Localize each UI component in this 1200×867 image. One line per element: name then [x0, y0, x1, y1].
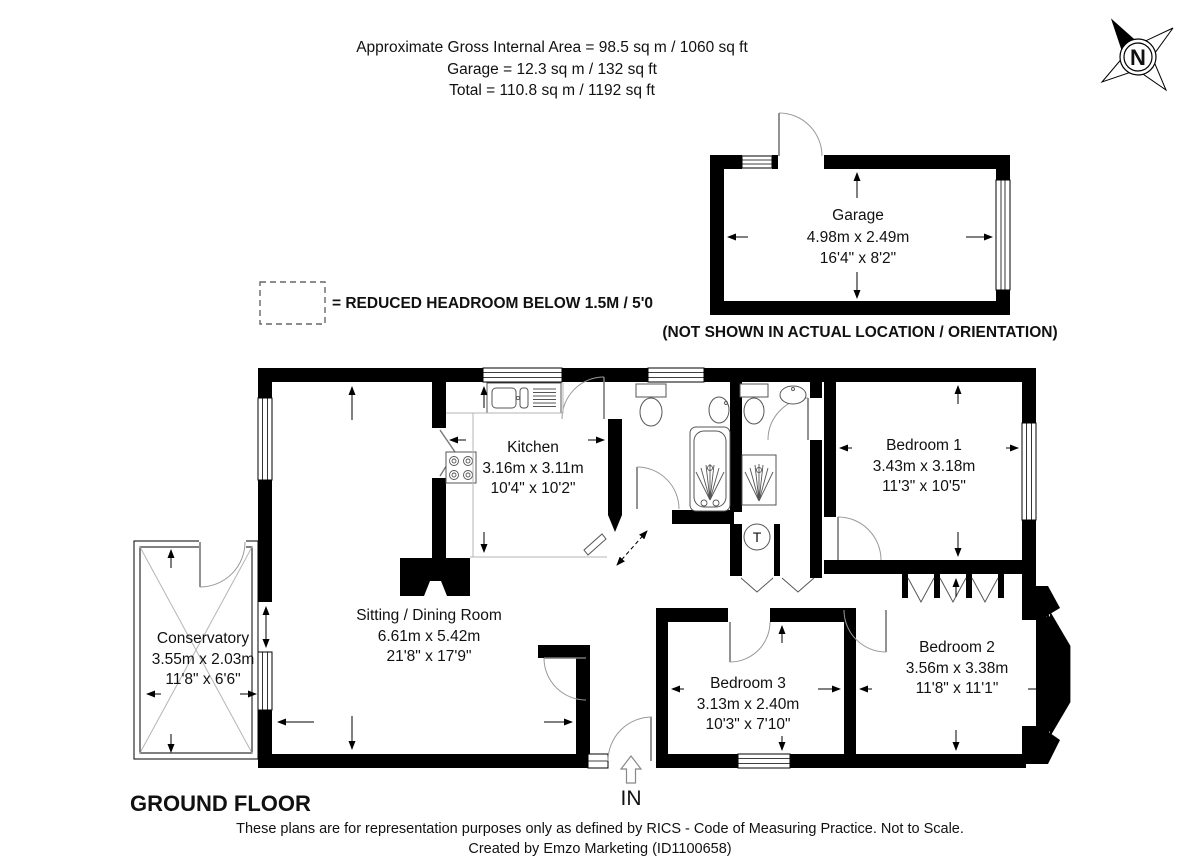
garage-vehicle-door — [995, 179, 1011, 291]
wardrobes — [902, 574, 1004, 604]
tank-cupboard: T — [740, 523, 815, 593]
hob — [445, 451, 477, 484]
interior-walls — [400, 382, 1036, 754]
conservatory-name: Conservatory — [157, 630, 249, 647]
kitchen-fixtures — [445, 382, 607, 558]
shower — [741, 454, 777, 506]
conservatory-metric: 3.55m x 2.03m — [152, 651, 255, 668]
bedroom1-metric: 3.43m x 3.18m — [873, 458, 976, 475]
area-line-3: Total = 110.8 sq m / 1192 sq ft — [449, 82, 655, 99]
legend-text: = REDUCED HEADROOM BELOW 1.5M / 5'0 — [332, 295, 653, 312]
area-line-2: Garage = 12.3 sq m / 132 sq ft — [447, 61, 657, 78]
entrance-arrow-icon — [619, 755, 643, 784]
bedroom1-window — [1021, 422, 1037, 521]
sitting-room-door — [543, 657, 587, 701]
reduced-headroom-legend: = REDUCED HEADROOM BELOW 1.5M / 5'0 — [259, 281, 653, 325]
garage-imperial: 16'4" x 8'2" — [820, 250, 896, 267]
kitchen-label: Kitchen 3.16m x 3.11m 10'4" x 10'2" — [482, 439, 583, 497]
bathroom-door — [636, 466, 680, 510]
entrance-label: IN — [621, 787, 642, 810]
bedroom3-metric: 3.13m x 2.40m — [697, 696, 800, 713]
kitchen-window — [482, 367, 563, 383]
bedroom1-name: Bedroom 1 — [886, 437, 962, 454]
sitting-room-window — [257, 397, 273, 481]
bedroom3-door — [729, 621, 771, 663]
garage-name: Garage — [832, 207, 884, 224]
sink-unit — [486, 382, 562, 414]
kitchen-door — [561, 376, 605, 420]
fireplace-notch — [424, 581, 447, 596]
doors — [439, 376, 887, 762]
garage-note: (NOT SHOWN IN ACTUAL LOCATION / ORIENTAT… — [662, 324, 1057, 341]
bedroom3-label: Bedroom 3 3.13m x 2.40m 10'3" x 7'10" — [697, 675, 800, 733]
bedroom2-name: Bedroom 2 — [919, 639, 995, 656]
bathtub — [689, 426, 731, 512]
bedroom2-metric: 3.56m x 3.38m — [906, 660, 1009, 677]
garage-structure: Garage 4.98m x 2.49m 16'4" x 8'2" (NOT S… — [662, 112, 1058, 341]
bathroom-window — [647, 367, 705, 383]
bedroom2-door — [843, 609, 887, 653]
toilet-1 — [635, 383, 667, 427]
sitting-name: Sitting / Dining Room — [356, 607, 502, 624]
bay-window — [1022, 586, 1071, 764]
shower-room-door — [767, 397, 809, 441]
bedroom1-door — [837, 516, 882, 561]
basin-2 — [779, 385, 807, 405]
sitting-imperial: 21'8" x 17'9" — [386, 648, 471, 665]
entrance-sidelight-window — [587, 753, 609, 769]
bedroom1-label: Bedroom 1 3.43m x 3.18m 11'3" x 10'5" — [873, 437, 976, 495]
shower-room-fixtures: T — [739, 383, 815, 593]
sitting-metric: 6.61m x 5.42m — [378, 628, 481, 645]
room-labels: Kitchen 3.16m x 3.11m 10'4" x 10'2" Bedr… — [152, 437, 1009, 733]
kitchen-name: Kitchen — [507, 439, 559, 456]
conservatory-structure — [133, 539, 270, 760]
bedroom1-imperial: 11'3" x 10'5" — [882, 478, 966, 495]
compass-north-label: N — [1130, 45, 1146, 70]
conservatory-imperial: 11'8" x 6'6" — [165, 671, 240, 688]
bedroom3-name: Bedroom 3 — [710, 675, 786, 692]
toilet-2 — [739, 383, 769, 425]
disclaimer-line-1: These plans are for representation purpo… — [236, 821, 964, 837]
area-summary: Approximate Gross Internal Area = 98.5 s… — [356, 39, 748, 99]
garage-door — [778, 112, 823, 157]
bedroom2-label: Bedroom 2 3.56m x 3.38m 11'8" x 11'1" — [906, 639, 1009, 697]
garage-window — [741, 155, 773, 169]
garage-label: Garage 4.98m x 2.49m 16'4" x 8'2" — [807, 207, 910, 267]
bedroom3-imperial: 10'3" x 7'10" — [705, 716, 790, 733]
front-door — [607, 716, 653, 762]
garage-dimension-arrows — [727, 172, 993, 299]
basin-1 — [708, 396, 730, 424]
area-line-1: Approximate Gross Internal Area = 98.5 s… — [356, 39, 748, 56]
conservatory-door — [199, 541, 246, 588]
conservatory-label: Conservatory 3.55m x 2.03m 11'8" x 6'6" — [152, 630, 255, 688]
bathroom-fixtures — [635, 383, 731, 512]
tank-label: T — [753, 529, 762, 545]
disclaimer-line-2: Created by Emzo Marketing (ID1100658) — [468, 841, 731, 857]
garage-metric: 4.98m x 2.49m — [807, 229, 910, 246]
hall-door-panel — [583, 530, 648, 566]
windows — [257, 367, 1037, 769]
kitchen-counter — [446, 383, 607, 558]
bedroom3-window — [737, 753, 791, 769]
conservatory-door-opening — [199, 539, 246, 549]
side-window — [257, 651, 273, 711]
dimension-arrows — [146, 385, 1051, 753]
disclaimer: These plans are for representation purpo… — [236, 821, 964, 857]
bedroom2-imperial: 11'8" x 11'1" — [916, 680, 999, 697]
kitchen-metric: 3.16m x 3.11m — [482, 460, 583, 477]
north-compass-icon: N — [1100, 18, 1174, 92]
kitchen-imperial: 10'4" x 10'2" — [490, 480, 575, 497]
reduced-headroom-swatch — [259, 281, 326, 325]
sitting-room-label: Sitting / Dining Room 6.61m x 5.42m 21'8… — [356, 607, 502, 665]
floor-title: GROUND FLOOR — [130, 791, 311, 816]
